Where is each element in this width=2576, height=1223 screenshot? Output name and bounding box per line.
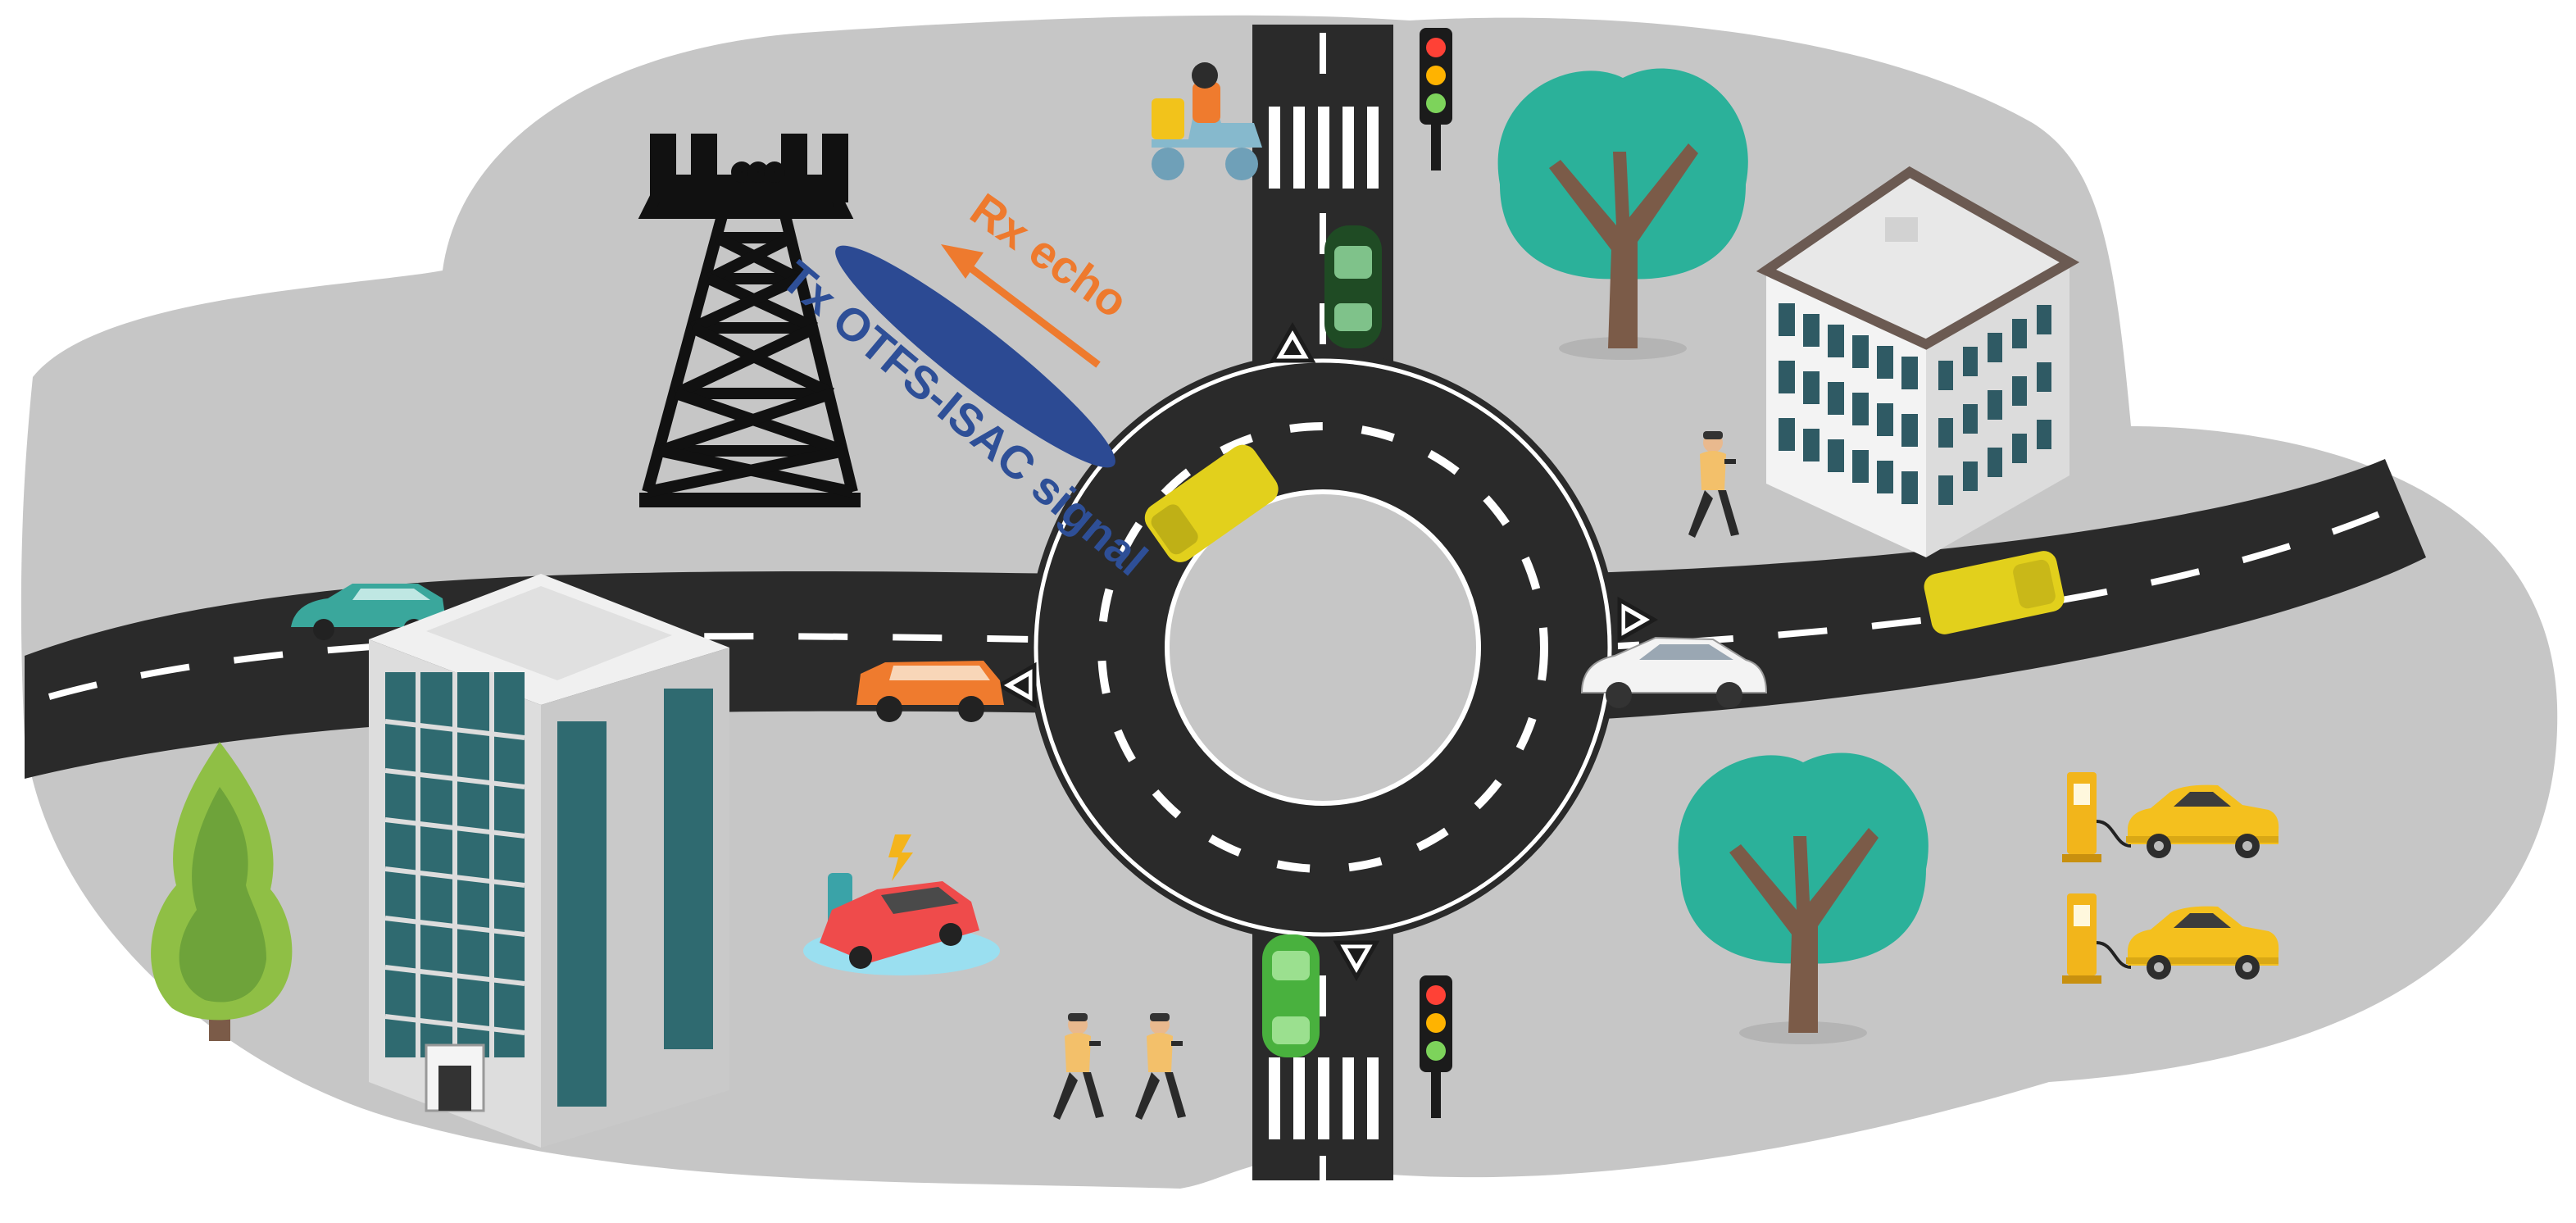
base-station-tower-icon — [638, 134, 861, 507]
pine-tree-icon — [151, 742, 293, 1041]
car-icon — [1262, 934, 1320, 1057]
crosswalk-south — [1269, 1057, 1379, 1139]
car-icon — [856, 661, 1004, 722]
delivery-scooter-icon — [1152, 62, 1262, 180]
car-icon — [803, 834, 1000, 975]
rx-echo-arrow — [941, 244, 1101, 368]
car-icon — [1144, 444, 1279, 562]
car-icon — [1324, 225, 1382, 348]
car-icon — [1580, 636, 1768, 708]
crosswalk-north — [1269, 107, 1379, 189]
tx-beam — [835, 245, 1115, 468]
office-building-icon — [369, 574, 729, 1148]
car-icon — [1924, 551, 2065, 634]
office-building-icon — [1756, 166, 2080, 557]
roundabout-island — [1165, 489, 1481, 806]
